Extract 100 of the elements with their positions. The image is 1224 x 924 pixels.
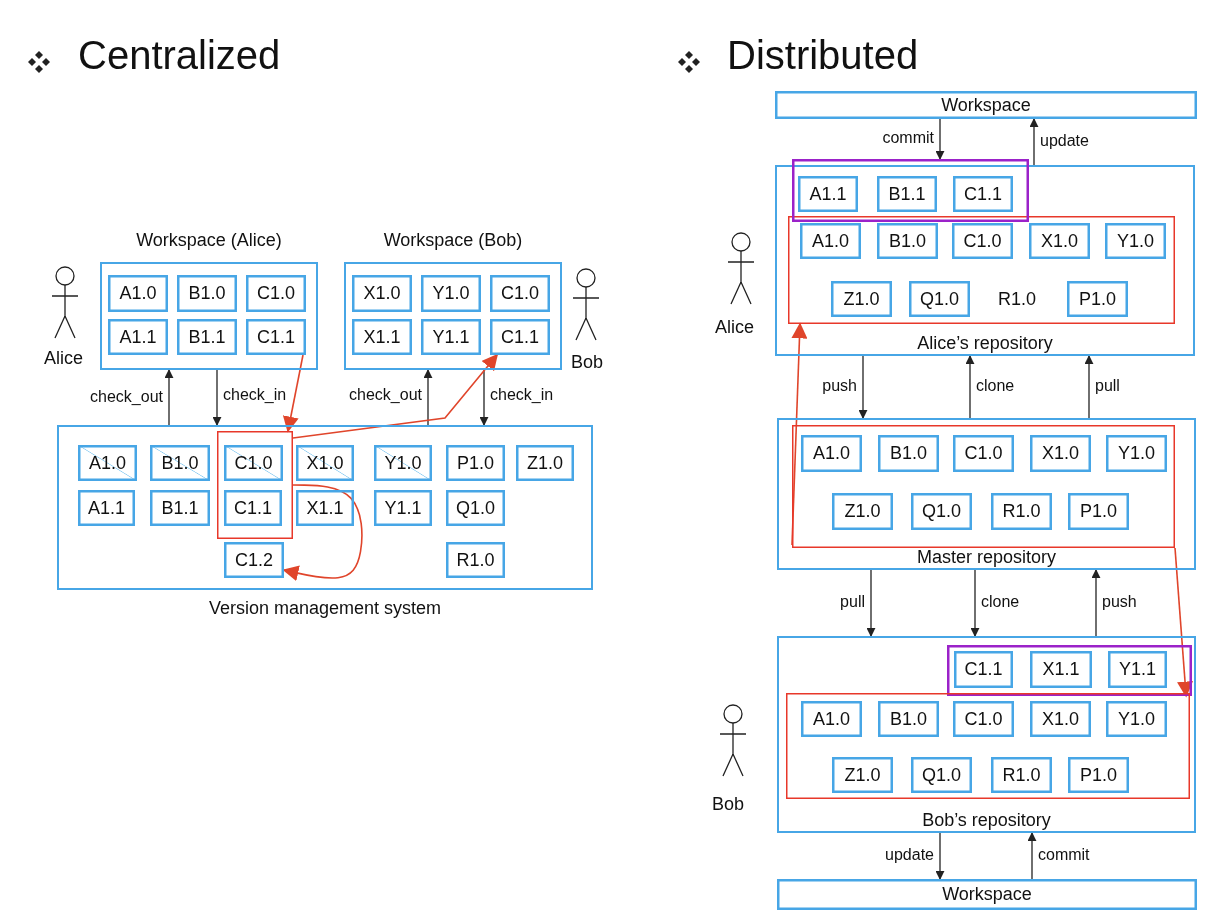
file-version-box xyxy=(490,275,550,312)
version-label: B1.0 xyxy=(188,283,226,304)
version-label: Y1.1 xyxy=(1119,659,1156,680)
person-name: Bob xyxy=(571,352,604,373)
version-label: Y1.0 xyxy=(1117,230,1154,252)
repository-panel xyxy=(777,418,1196,570)
version-label: Y1.0 xyxy=(1118,443,1155,464)
version-label: X1.0 xyxy=(363,283,401,304)
file-version-box xyxy=(798,176,858,212)
section-title: Distributed xyxy=(727,33,919,78)
version-label: X1.0 xyxy=(306,452,344,474)
file-version-box xyxy=(446,542,505,578)
arrow xyxy=(282,484,363,582)
version-label: P1.0 xyxy=(1079,288,1116,310)
version-label: A1.0 xyxy=(89,452,126,474)
arrow xyxy=(1029,118,1039,166)
arrow xyxy=(1174,547,1193,698)
version-label: Q1.0 xyxy=(922,764,961,786)
file-version-box xyxy=(878,435,939,472)
file-version-box xyxy=(801,435,862,472)
file-version-box xyxy=(1068,757,1129,793)
version-label: A1.0 xyxy=(813,708,850,730)
panel-title: Master repository xyxy=(915,547,1057,568)
file-version-box xyxy=(296,490,354,526)
arrow xyxy=(965,355,975,419)
file-version-box xyxy=(352,275,412,312)
version-label: X1.0 xyxy=(1042,708,1079,730)
version-label: A1.1 xyxy=(119,326,157,348)
version-label: R1.0 xyxy=(1002,501,1041,522)
panel-title: Workspace (Alice) xyxy=(135,230,283,251)
file-version-box xyxy=(1067,281,1128,317)
file-version-box xyxy=(1106,435,1167,472)
version-label: Y1.0 xyxy=(384,452,422,474)
file-version-box xyxy=(1030,651,1092,688)
file-version-box xyxy=(224,542,284,578)
file-version-box xyxy=(246,319,306,355)
version-label: X1.0 xyxy=(1042,443,1079,464)
edge-label: update xyxy=(1040,132,1089,150)
file-version-box xyxy=(877,223,938,259)
version-label: C1.0 xyxy=(501,283,539,304)
version-label: Z1.0 xyxy=(844,764,881,786)
version-label: B1.0 xyxy=(890,443,927,464)
file-version-box xyxy=(953,176,1013,212)
version-label: A1.0 xyxy=(813,443,850,464)
version-label: P1.0 xyxy=(1080,501,1117,522)
version-label: Z1.0 xyxy=(844,501,881,522)
version-label: P1.0 xyxy=(1080,764,1117,786)
file-version-box xyxy=(1105,223,1166,259)
edge-label: push xyxy=(822,377,857,395)
arrow xyxy=(423,369,433,426)
version-label: B1.1 xyxy=(161,497,199,519)
arrow xyxy=(164,369,174,426)
highlight-frame xyxy=(792,425,1175,548)
file-version-box xyxy=(991,493,1052,530)
section-title: Centralized xyxy=(78,33,281,78)
file-version-box xyxy=(1030,435,1091,472)
person-name: Bob xyxy=(712,794,745,815)
file-version-box xyxy=(374,445,432,481)
file-version-box xyxy=(832,757,893,793)
file-version-box xyxy=(877,176,937,212)
version-label: A1.1 xyxy=(88,497,125,519)
version-label: B1.0 xyxy=(890,708,927,730)
file-version-box xyxy=(991,757,1052,793)
file-version-box xyxy=(352,319,412,355)
file-version-box xyxy=(831,281,892,317)
repository-panel xyxy=(777,636,1196,833)
file-version-box xyxy=(1068,493,1129,530)
panel-title: Workspace xyxy=(941,94,1031,116)
panel-title: Workspace xyxy=(942,884,1032,905)
file-version-box xyxy=(953,435,1014,472)
file-version-box xyxy=(446,490,505,526)
version-label: C1.1 xyxy=(964,659,1003,680)
version-label: Q1.0 xyxy=(456,497,495,519)
version-label: X1.1 xyxy=(363,326,401,348)
arrow xyxy=(1027,832,1037,880)
file-version-box xyxy=(832,493,893,530)
arrow xyxy=(858,355,868,419)
arrow xyxy=(292,353,499,439)
version-label: R1.0 xyxy=(456,549,495,571)
version-label: Z1.0 xyxy=(527,452,563,474)
version-label: X1.0 xyxy=(1041,230,1078,252)
arrow xyxy=(935,118,945,160)
version-label: A1.1 xyxy=(809,183,847,205)
edge-label: check_in xyxy=(490,386,554,404)
version-label: C1.1 xyxy=(234,497,272,519)
version-label: C1.1 xyxy=(257,326,295,348)
file-version-box xyxy=(108,275,168,312)
file-version-box xyxy=(246,275,306,312)
arrow xyxy=(866,569,876,637)
file-version-box xyxy=(1030,701,1091,737)
person-name: Alice xyxy=(715,317,754,338)
version-label: C1.0 xyxy=(234,452,273,474)
file-version-box xyxy=(878,701,939,737)
version-label: X1.1 xyxy=(306,497,344,519)
arrow xyxy=(970,569,980,637)
version-label: B1.0 xyxy=(889,230,926,252)
file-version-box xyxy=(446,445,505,481)
file-version-box xyxy=(177,319,237,355)
version-label: C1.1 xyxy=(964,183,1002,205)
version-label: Y1.1 xyxy=(432,326,470,348)
